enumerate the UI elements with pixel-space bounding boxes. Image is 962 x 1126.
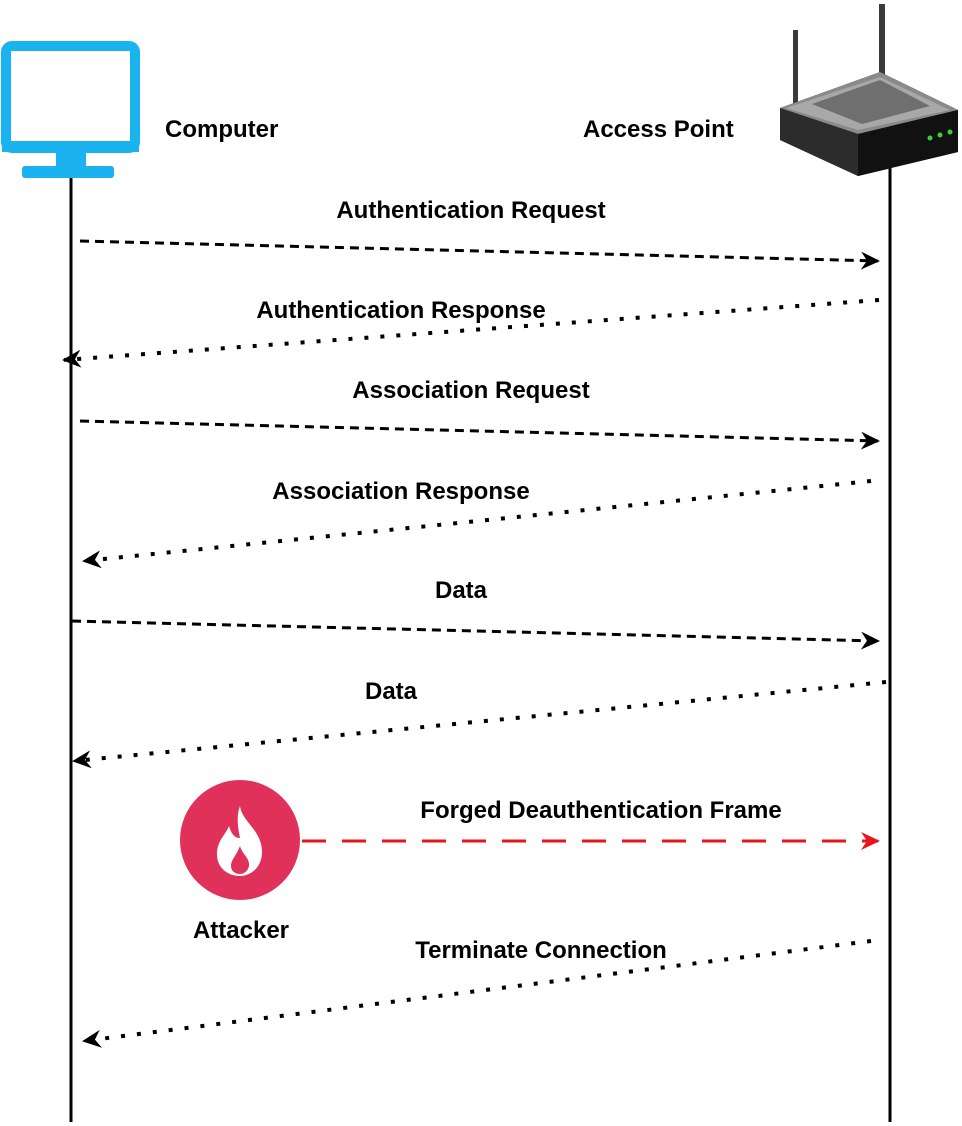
fire-icon — [180, 780, 300, 900]
message-label: Forged Deauthentication Frame — [420, 797, 782, 824]
message-label: Association Request — [352, 377, 590, 404]
arrow-data-request — [71, 619, 880, 650]
message-label: Data — [434, 577, 488, 604]
monitor-icon — [1, 41, 140, 178]
arrow-association-request — [79, 419, 880, 450]
arrow-data-response — [72, 680, 887, 769]
message-label: Association Response — [272, 478, 530, 505]
attacker-label: Attacker — [192, 917, 290, 944]
computer-label: Computer — [165, 116, 279, 143]
message-label: Authentication Request — [336, 197, 606, 224]
arrow-association-response — [82, 479, 872, 569]
message-label: Authentication Response — [256, 297, 546, 324]
message-label: Terminate Connection — [415, 937, 667, 964]
arrow-authentication-request — [79, 239, 880, 270]
access-point-label: Access Point — [583, 116, 734, 143]
message-label: Data — [364, 678, 418, 705]
wireless-router-icon — [780, 4, 958, 176]
